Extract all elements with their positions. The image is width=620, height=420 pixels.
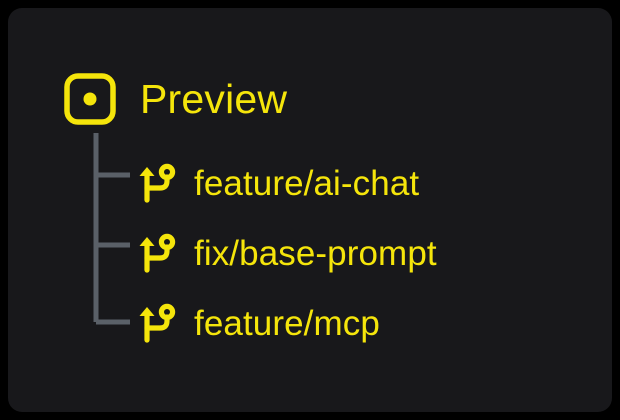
preview-square-dot-icon	[64, 73, 116, 125]
git-branch-icon	[139, 163, 176, 203]
branch-label: feature/ai-chat	[194, 163, 420, 203]
branch-item-2[interactable]: feature/mcp	[134, 295, 380, 351]
preview-header[interactable]: Preview	[62, 66, 287, 132]
branch-item-1[interactable]: fix/base-prompt	[134, 225, 437, 281]
branch-item-0[interactable]: feature/ai-chat	[134, 155, 419, 211]
git-branch-icon	[139, 303, 176, 343]
git-branch-icon	[139, 233, 176, 273]
branch-label: feature/mcp	[194, 303, 380, 343]
branch-label: fix/base-prompt	[194, 233, 437, 273]
page-title: Preview	[140, 75, 288, 122]
preview-panel: Preview feature/ai-chat	[8, 8, 612, 412]
